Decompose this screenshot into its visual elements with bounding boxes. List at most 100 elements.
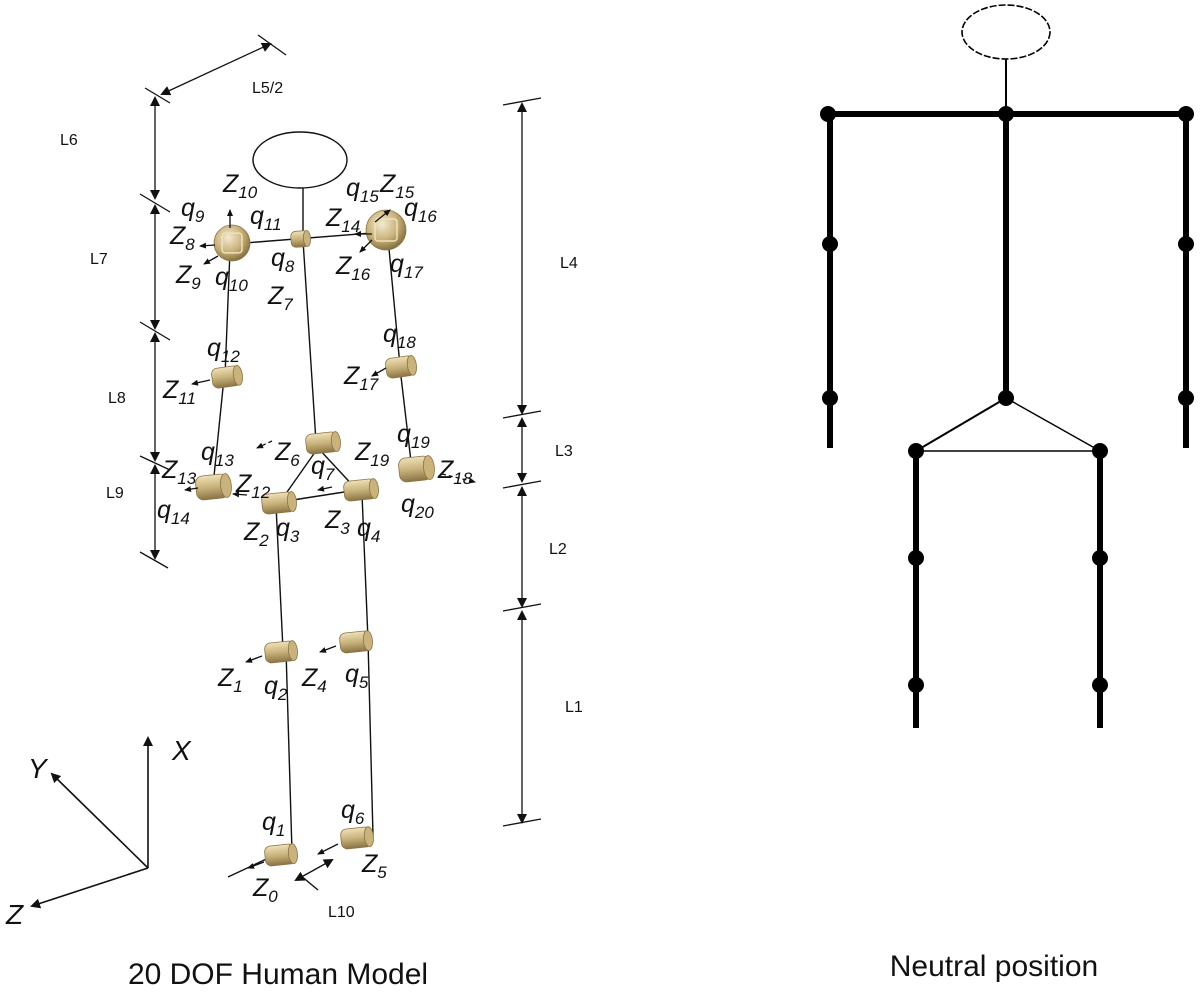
label-z3: Z3 <box>324 506 350 538</box>
label-z9: Z9 <box>175 261 201 293</box>
label-z10: Z10 <box>222 170 258 202</box>
right-shank <box>367 639 374 837</box>
dim-L1: L1 <box>565 699 583 716</box>
label-z7: Z7 <box>267 282 293 314</box>
head-ellipse <box>252 131 348 189</box>
label-z8: Z8 <box>169 222 195 254</box>
dim-L3: L3 <box>555 443 573 460</box>
left-caption: 20 DOF Human Model <box>128 958 428 991</box>
label-z11: Z11 <box>162 376 196 408</box>
label-q12: q12 <box>207 334 240 366</box>
left-thigh <box>275 504 284 651</box>
label-z19: Z19 <box>354 438 390 470</box>
label-z4: Z4 <box>301 664 327 696</box>
stick-joint-dot <box>998 106 1014 122</box>
left-upper-arm <box>224 249 231 377</box>
coordinate-frame <box>30 736 153 909</box>
joint-left-elbow <box>211 365 243 389</box>
joint-right-elbow <box>385 355 417 379</box>
right-upper-arm <box>387 237 401 367</box>
joint-right-hip <box>343 478 379 502</box>
spine-link <box>302 239 317 443</box>
label-q13: q13 <box>201 438 234 470</box>
dim-L10: L10 <box>328 904 355 921</box>
dimension-lines <box>139 34 542 881</box>
joint-hip-yaw <box>305 431 341 455</box>
label-q8: q8 <box>271 244 295 276</box>
dim-L5-2-line <box>160 42 272 96</box>
label-q6: q6 <box>341 796 365 828</box>
x-axis-label: X <box>171 735 192 766</box>
label-z17: Z17 <box>343 362 379 394</box>
stick-pelvis-left <box>915 397 1007 452</box>
joint-right-wrist <box>398 455 435 483</box>
dimension-labels: L5/2 L6 L7 L8 L9 L4 L3 L2 L1 L10 <box>60 80 583 921</box>
label-q3: q3 <box>276 514 300 546</box>
right-caption: Neutral position <box>890 950 1098 983</box>
joint-right-ankle <box>340 826 374 850</box>
left-forearm <box>212 377 225 487</box>
stick-head <box>961 4 1051 60</box>
label-q9: q9 <box>181 194 205 226</box>
dim-L8: L8 <box>108 390 126 407</box>
joint-left-wrist <box>195 473 232 501</box>
dim-L9: L9 <box>106 485 124 502</box>
joint-neck <box>290 230 312 248</box>
dim-L4: L4 <box>560 255 578 272</box>
label-z12: Z12 <box>235 470 271 502</box>
stick-joint-dot <box>908 443 924 459</box>
label-q17: q17 <box>390 250 423 282</box>
label-z1: Z1 <box>217 664 243 696</box>
stick-joint-dot <box>1092 677 1108 693</box>
label-q7: q7 <box>311 452 335 484</box>
joint-axis-arrows <box>184 209 476 869</box>
dim-L5-2: L5/2 <box>252 80 283 97</box>
label-q15: q15 <box>346 174 379 206</box>
z-axis-label: Z <box>5 899 24 930</box>
label-z2: Z2 <box>243 518 269 550</box>
stick-joint-dot <box>998 390 1014 406</box>
label-q18: q18 <box>383 320 416 352</box>
label-q2: q2 <box>264 672 288 704</box>
label-z0: Z0 <box>252 874 278 906</box>
label-q14: q14 <box>157 496 190 528</box>
label-q16: q16 <box>404 194 437 226</box>
label-q4: q4 <box>357 514 380 546</box>
label-z5: Z5 <box>361 850 387 882</box>
stick-joint-dot <box>908 677 924 693</box>
label-q5: q5 <box>345 660 369 692</box>
joint-left-shoulder <box>213 224 251 262</box>
stick-joint-dot <box>1092 443 1108 459</box>
joint-left-knee <box>264 640 298 664</box>
stick-figure-joints <box>820 106 1194 693</box>
stick-joint-dot <box>1178 106 1194 122</box>
label-q11: q11 <box>250 202 282 234</box>
stick-joint-dot <box>1178 390 1194 406</box>
stick-joint-dot <box>908 550 924 566</box>
right-forearm <box>399 367 413 471</box>
stick-joint-dot <box>1092 550 1108 566</box>
stick-joint-dot <box>1178 236 1194 252</box>
left-shank <box>285 649 293 853</box>
label-z16: Z16 <box>335 252 371 284</box>
joint-right-knee <box>339 630 373 654</box>
label-q19: q19 <box>397 420 430 452</box>
label-q20: q20 <box>401 490 434 522</box>
label-q10: q10 <box>215 263 248 295</box>
label-z14: Z14 <box>325 204 360 236</box>
stick-pelvis-right <box>1005 397 1101 452</box>
dim-L6: L6 <box>60 132 78 149</box>
label-z6: Z6 <box>274 438 300 470</box>
stick-joint-dot <box>822 390 838 406</box>
right-foot <box>299 874 319 891</box>
joint-right-shoulder <box>365 209 407 251</box>
y-axis-label: Y <box>28 753 49 784</box>
dim-L2: L2 <box>549 541 567 558</box>
stick-joint-dot <box>822 236 838 252</box>
label-z13: Z13 <box>161 456 197 488</box>
joint-actuators <box>195 209 435 867</box>
joint-left-hip <box>261 491 297 515</box>
label-q1: q1 <box>262 808 285 840</box>
